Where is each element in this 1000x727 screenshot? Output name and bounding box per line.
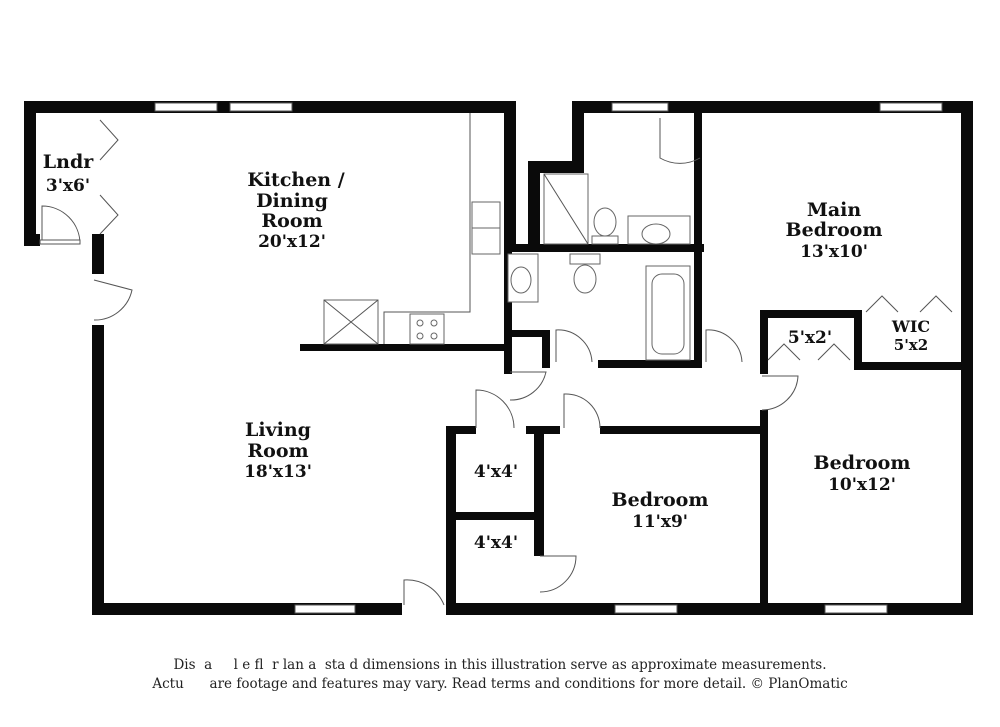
living-dims: 18'x13': [244, 462, 312, 482]
kitchen-name-2: Dining: [256, 190, 328, 212]
main-bedroom-name-1: Main: [807, 199, 862, 221]
interior-walls: [300, 113, 973, 615]
laundry-name: Lndr: [43, 151, 94, 173]
closet-a-dims: 4'x4': [474, 462, 518, 482]
kitchen-name-3: Room: [261, 210, 322, 232]
disclaimer-line-2: Actu are footage and features may vary. …: [152, 676, 848, 692]
bedroom-right-dims: 10'x12': [828, 475, 896, 495]
doors: [39, 118, 953, 606]
living-name-1: Living: [245, 419, 311, 441]
wic-name: WIC: [891, 317, 930, 336]
main-bedroom-dims: 13'x10': [800, 242, 868, 262]
windows: [154, 102, 943, 614]
bedroom-right-name: Bedroom: [814, 452, 911, 474]
living-name-2: Room: [247, 440, 308, 462]
bedroom-mid-name: Bedroom: [612, 489, 709, 511]
room-labels: Lndr 3'x6' Kitchen / Dining Room 20'x12'…: [43, 151, 930, 553]
main-bedroom-name-2: Bedroom: [786, 219, 883, 241]
wic-dims: 5'x2: [894, 336, 928, 354]
bedroom-mid-dims: 11'x9': [632, 512, 688, 532]
disclaimer-line-1: Dis a l e fl r lan a sta d dimensions in…: [173, 657, 827, 673]
kitchen-name-1: Kitchen /: [247, 169, 344, 191]
fixtures: [323, 113, 691, 361]
laundry-dims: 3'x6': [46, 176, 90, 196]
outer-walls: [24, 101, 973, 615]
kitchen-dims: 20'x12': [258, 232, 326, 252]
hall-closet-dims: 5'x2': [788, 328, 832, 348]
closet-b-dims: 4'x4': [474, 533, 518, 553]
floor-plan: Lndr 3'x6' Kitchen / Dining Room 20'x12'…: [24, 101, 973, 615]
